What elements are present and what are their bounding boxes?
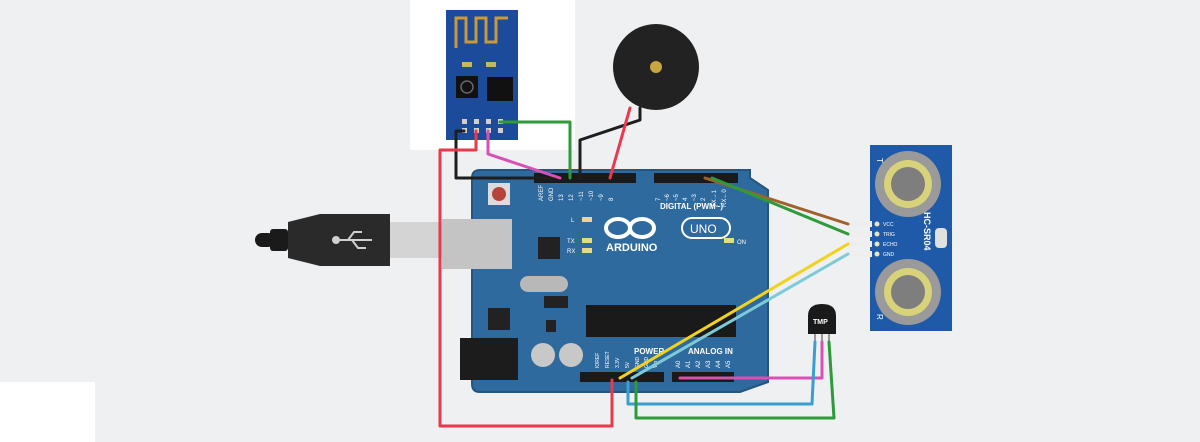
header-digital-low: [654, 173, 738, 183]
sensor-pin-vcc: VCC: [883, 222, 894, 228]
pin-label-3: ~3: [692, 193, 698, 201]
sensor-mark-r: R: [875, 314, 884, 320]
esp-smd-1: [462, 62, 472, 67]
header-digital-high: [534, 173, 636, 183]
dc-jack: [460, 338, 518, 380]
tmp-body: [808, 304, 836, 334]
on-label: ON: [737, 240, 746, 246]
pin-label-tx1: TX→1: [712, 189, 718, 207]
pin-label-aref: AREF: [539, 185, 545, 201]
wire-esp-red[interactable]: [438, 129, 614, 428]
led-tx-label: TX: [567, 239, 575, 245]
wire-tmp-green[interactable]: [634, 340, 836, 420]
pin-label-13: 13: [559, 194, 565, 201]
led-rx-label: RX: [567, 249, 575, 255]
pin-label-rx0: RX←0: [722, 189, 728, 207]
esp-flash-chip: [487, 77, 513, 101]
regulator: [544, 296, 568, 308]
pin-label-10: ~10: [589, 190, 595, 201]
wire-vcc-yellow[interactable]: [618, 242, 850, 380]
pin-label-11: ~11: [579, 191, 585, 201]
piezo-buzzer[interactable]: [613, 24, 699, 110]
pin-label-a1: A1: [686, 360, 692, 368]
led-rx: [582, 248, 592, 253]
pin-label-2: 2: [701, 197, 707, 201]
pin-label-a5: A5: [726, 360, 732, 368]
board-model: UNO: [690, 222, 717, 236]
arduino-infinity-logo: [604, 217, 656, 239]
power-label: POWER: [634, 347, 664, 356]
pin-label-a2: A2: [696, 360, 702, 368]
pin-label-ioref: IOREF: [595, 353, 601, 368]
capacitor-right: [559, 343, 583, 367]
pin-label-gnd2: GND: [635, 357, 641, 369]
wire-esp-green[interactable]: [498, 120, 572, 180]
arduino-uno-board[interactable]: [442, 169, 769, 393]
esp-antenna-trace: [454, 16, 508, 48]
pin-label-9: ~9: [599, 193, 605, 201]
sensor-pin-pads: [874, 221, 880, 257]
pin-label-4: 4: [683, 197, 689, 201]
transducer-bottom-mesh: [891, 275, 925, 309]
usb-chip: [538, 237, 560, 259]
hc-sr04-sensor[interactable]: [870, 145, 952, 331]
sensor-pin-echo: ECHO: [883, 242, 898, 248]
reset-button-cap: [492, 187, 506, 201]
wire-esp-black[interactable]: [454, 129, 555, 180]
transducer-top-mesh: [891, 167, 925, 201]
wire-buzzer-red[interactable]: [608, 106, 632, 180]
wire-echo-green[interactable]: [710, 176, 850, 236]
usb-plug-metal: [390, 222, 442, 258]
pin-label-a0: A0: [676, 360, 682, 368]
canvas-corner-patch: [0, 382, 95, 442]
digital-label: DIGITAL (PWM~): [660, 202, 723, 211]
sensor-crystal: [935, 228, 947, 248]
analog-label: ANALOG IN: [688, 347, 733, 356]
pin-label-3v3: 3.3V: [615, 357, 621, 368]
esp8266-module[interactable]: [446, 10, 518, 140]
wire-gnd-cyan[interactable]: [630, 252, 850, 380]
small-chip: [488, 308, 510, 330]
uno-badge: [681, 217, 731, 239]
capacitor-left: [531, 343, 555, 367]
usb-b-connector: [442, 219, 512, 269]
sensor-header-pins: [848, 221, 872, 257]
wire-buzzer-black[interactable]: [578, 106, 642, 180]
buzzer-hole: [650, 61, 662, 73]
sensor-mark-t: T: [875, 158, 884, 163]
smd-part: [546, 320, 556, 332]
tmp-label: TMP: [813, 319, 828, 326]
pin-label-7: 7: [656, 197, 662, 201]
pin-label-gnd: GND: [549, 187, 555, 201]
pin-label-a4: A4: [716, 360, 722, 368]
pin-label-reset: RESET: [605, 351, 611, 368]
pin-label-a3: A3: [706, 360, 712, 368]
crystal: [520, 276, 568, 292]
esp-chip-mark: [460, 80, 474, 94]
led-l-label: L: [571, 218, 575, 224]
esp-chip-main: [456, 76, 478, 98]
pin-label-12: 12: [569, 194, 575, 201]
wire-tmp-blue[interactable]: [626, 340, 817, 406]
esp-pcb: [446, 10, 518, 140]
led-l: [582, 217, 592, 222]
pin-label-5: ~5: [674, 193, 680, 201]
led-tx: [582, 238, 592, 243]
pin-label-6: ~6: [665, 193, 671, 201]
sensor-pin-trig: TRIG: [883, 232, 895, 238]
pin-label-5v: 5V: [625, 361, 631, 368]
wire-tmp-pink[interactable]: [678, 340, 824, 380]
board-brand: ARDUINO: [606, 242, 658, 254]
pin-label-8: 8: [609, 197, 615, 201]
wire-esp-pink[interactable]: [486, 129, 562, 180]
usb-cable-strain: [270, 229, 288, 251]
esp-smd-2: [486, 62, 496, 67]
usb-icon: [332, 231, 372, 249]
sensor-model-label: HC-SR04: [922, 212, 932, 251]
led-on: [724, 238, 734, 243]
sensor-pin-gnd: GND: [883, 252, 895, 258]
